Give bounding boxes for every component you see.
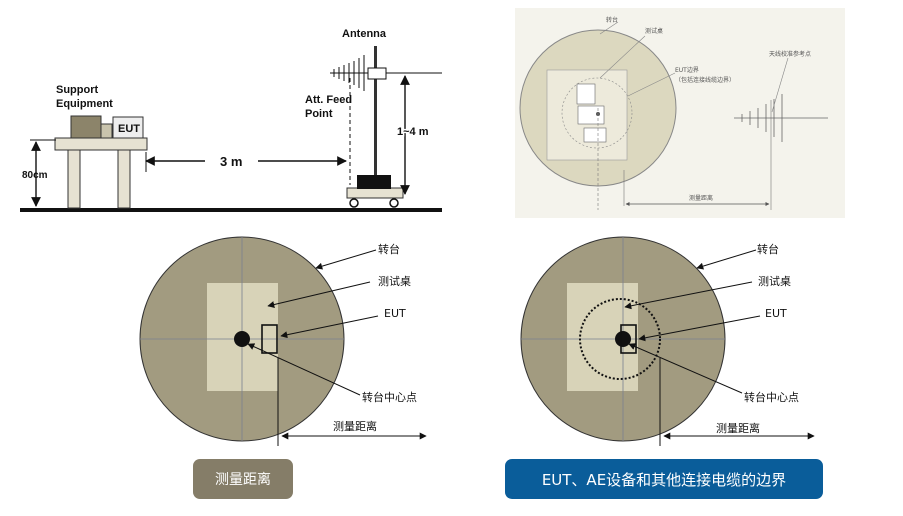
measurement-distance-button[interactable]: 测量距离 [193,459,293,499]
top-view-left: 测量距离 转台 测试桌 EUT 转台中心点 [139,236,427,446]
eut-block [261,324,278,354]
turntable-leader [315,249,377,270]
thumbnail-distance-label: 测量距离 [689,194,713,202]
eut-leader [280,315,379,339]
measurement-label: 测量距离 [716,421,760,435]
thumbnail-antenna-ref: 天线校准参考点 [769,50,811,58]
antenna-cart-base [357,175,391,189]
distance-label: 3 m [220,154,242,169]
eut-leader [638,315,761,342]
thumbnail-turntable-label: 转台 [606,16,618,24]
center-label: 转台中心点 [744,390,799,404]
turntable-label: 转台 [757,242,779,256]
support-equipment-label-1: Support [56,84,98,96]
center-label: 转台中心点 [362,390,417,404]
setup-diagram: EUT Support Equipment 80cm 3 m Ant [20,28,442,212]
eut-boundary-button[interactable]: EUT、AE设备和其他连接电缆的边界 [505,459,823,499]
eut-block [620,324,637,354]
turntable-center-point [615,331,631,347]
thumbnail-eut-2 [577,105,605,125]
table-leg-left [67,149,81,209]
thumbnail-eut-3 [583,127,607,143]
top-view-right: 测量距离 转台 测试桌 EUT 转台中心点 [520,236,815,446]
thumbnail-turntable-leader [599,21,619,35]
eut-boundary-circle [579,298,661,380]
center-leader [247,343,361,396]
table-label: 测试桌 [378,275,411,288]
table-leg-right [117,149,131,209]
table-label: 测试桌 [758,275,791,288]
thumbnail-diagram: 测量距离 天线校准参考点 转台 测试桌 EUT边界 （包括连接线缆边界） [515,8,845,218]
eut-label: EUT [765,307,787,320]
support-equipment-label-2: Equipment [56,98,113,110]
eut-boundary-button-label: EUT、AE设备和其他连接电缆的边界 [541,470,787,489]
antenna-label: Antenna [342,28,387,40]
thumbnail-table-leader [599,35,646,79]
height-label: 80cm [22,170,48,181]
turntable-center-point [234,331,250,347]
feed-point-label-2: Point [305,108,333,120]
thumbnail-antenna-leader [771,57,789,113]
eut-label: EUT [118,123,140,135]
turntable-leader [696,249,757,270]
center-leader [628,343,743,394]
cart-wheel-right [389,198,399,208]
table-leader [267,281,371,308]
thumbnail-eut-boundary [561,77,633,149]
thumbnail-table-label: 测试桌 [645,27,663,35]
thumbnail-eut-boundary-2: （包括连接线缆边界） [675,76,735,84]
ground-line [20,208,442,212]
feed-point-label-1: Att. Feed [305,94,352,106]
eut-box [112,116,144,139]
antenna-mast [374,46,377,188]
thumbnail-eut-1 [576,83,596,105]
table-top [54,137,148,151]
cart-wheel-left [349,198,359,208]
measurement-label: 测量距离 [333,419,377,433]
table-leader [624,281,753,310]
antenna-height-label: 1~4 m [397,126,429,138]
support-equipment-box [70,115,102,139]
thumbnail-eut-boundary-1: EUT边界 [675,66,699,74]
eut-label: EUT [384,307,406,320]
thumbnail-eut-leader [627,72,676,97]
antenna-mount [367,67,387,80]
antenna-cart [346,187,404,199]
measurement-distance-button-label: 测量距离 [215,472,271,488]
turntable-label: 转台 [378,242,400,256]
support-equipment-panel [100,123,113,139]
